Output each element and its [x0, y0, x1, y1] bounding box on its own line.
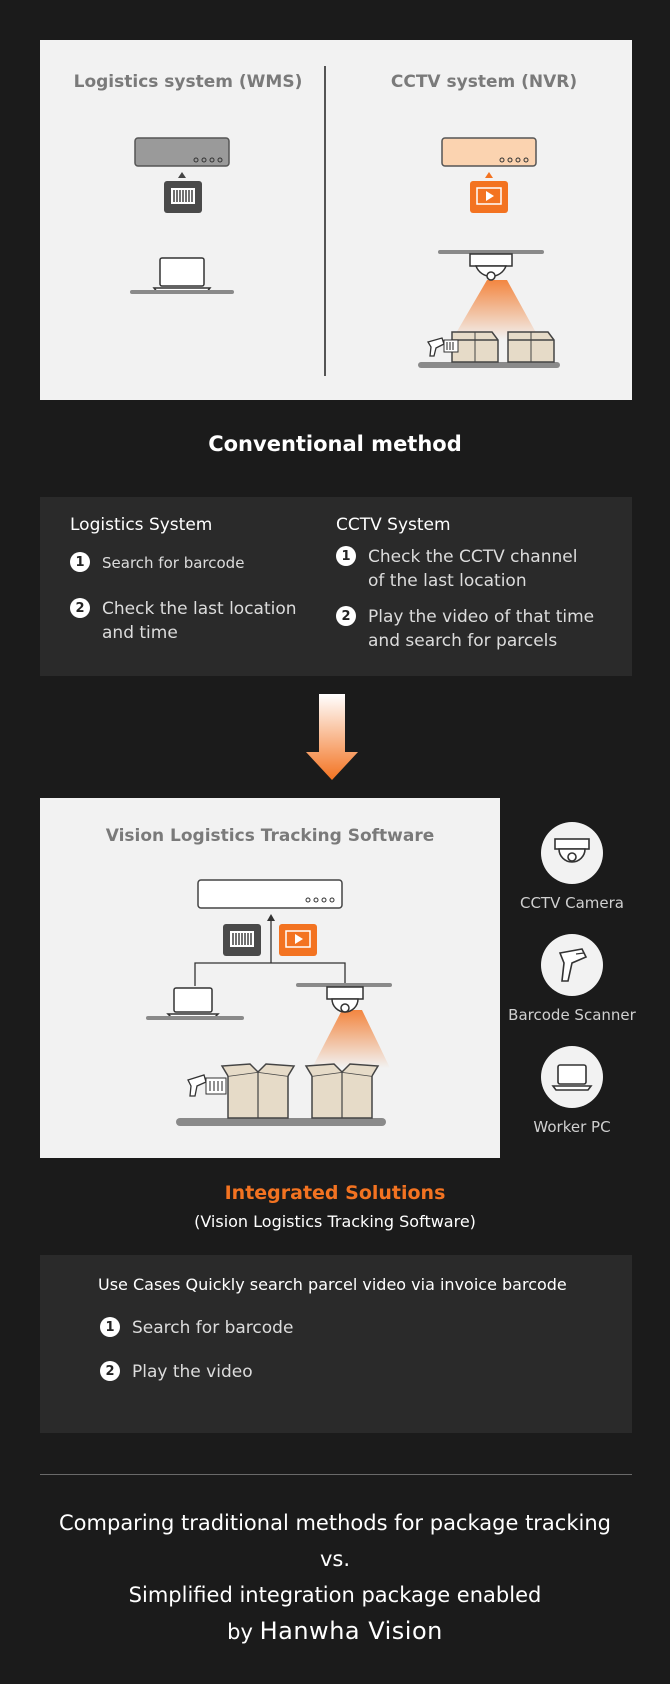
- footer-brand-line: by Hanwha Vision: [0, 1613, 670, 1650]
- step-text: Search for barcode: [132, 1318, 294, 1338]
- laptop-icon: [146, 987, 244, 1020]
- integrated-section-subtitle: (Vision Logistics Tracking Software): [194, 1212, 476, 1231]
- step-text: Check the last location and time: [102, 599, 297, 643]
- video-tile-icon: [279, 924, 317, 956]
- list-item: 2 Play the video of that time and search…: [336, 605, 616, 653]
- server-icon: [197, 879, 343, 909]
- footer-line: Comparing traditional methods for packag…: [59, 1511, 611, 1535]
- list-item: 1 Search for barcode: [100, 1316, 293, 1340]
- arrow-up-icon: [267, 914, 275, 921]
- integrated-diagram-panel: Vision Logistics Tracking Software: [40, 798, 500, 1158]
- use-cases-panel: Use Cases Quickly search parcel video vi…: [40, 1255, 632, 1433]
- arrow-up-icon: [178, 172, 186, 178]
- step-number: 1: [100, 1317, 120, 1337]
- dome-camera-icon: [326, 986, 364, 1013]
- list-item: 2 Check the last location and time: [70, 597, 320, 645]
- cctv-column: CCTV System 1 Check the CCTV channel of …: [336, 515, 616, 653]
- conventional-diagram-graphic: [130, 137, 560, 368]
- device-item-cctv-camera: CCTV Camera: [502, 822, 642, 912]
- parcel-box-icon: [507, 331, 555, 363]
- parcel-box-icon: [451, 331, 499, 363]
- device-label: Barcode Scanner: [508, 1006, 636, 1024]
- laptop-icon: [541, 1046, 603, 1108]
- list-item: 1 Search for barcode: [70, 551, 320, 575]
- footer-caption: Comparing traditional methods for packag…: [0, 1505, 670, 1650]
- parcel-box-icon: [220, 1063, 296, 1119]
- step-text: Play the video: [132, 1362, 253, 1382]
- wms-title: Logistics system (WMS): [73, 72, 303, 92]
- list-item: 1 Check the CCTV channel of the last loc…: [336, 545, 616, 593]
- integrated-section-title: Integrated Solutions: [224, 1182, 446, 1204]
- dome-camera-icon: [541, 822, 603, 884]
- device-item-worker-pc: Worker PC: [502, 1046, 642, 1136]
- device-label: CCTV Camera: [519, 894, 624, 912]
- arrow-down-icon: [306, 694, 358, 780]
- step-number: 1: [70, 552, 90, 572]
- brand-logo: Hanwha Vision: [259, 1617, 443, 1645]
- list-item: 2 Play the video: [100, 1360, 253, 1384]
- step-text: Play the video of that time and search f…: [368, 607, 595, 651]
- conventional-diagram-panel: Logistics system (WMS) CCTV system (NVR): [40, 40, 632, 400]
- step-number: 2: [100, 1361, 120, 1381]
- logistics-column: Logistics System 1 Search for barcode 2 …: [70, 515, 320, 645]
- arrow-up-icon: [485, 172, 493, 178]
- footer-by: by: [227, 1620, 253, 1644]
- nvr-title: CCTV system (NVR): [390, 72, 578, 92]
- step-number: 2: [70, 598, 90, 618]
- cctv-heading: CCTV System: [336, 515, 451, 535]
- wms-server-icon: [134, 137, 230, 167]
- dome-camera-icon: [469, 253, 513, 281]
- step-number: 1: [336, 546, 356, 566]
- barcode-scanner-icon: [427, 337, 459, 357]
- barcode-tile-icon: [223, 924, 261, 956]
- software-title: Vision Logistics Tracking Software: [105, 826, 435, 846]
- step-text: Search for barcode: [102, 554, 245, 572]
- barcode-scanner-icon: [541, 934, 603, 996]
- panel-divider: [324, 66, 326, 376]
- device-item-barcode-scanner: Barcode Scanner: [502, 934, 642, 1024]
- footer-divider: [40, 1474, 632, 1475]
- logistics-heading: Logistics System: [70, 515, 213, 535]
- nvr-server-icon: [441, 137, 537, 167]
- step-number: 2: [336, 606, 356, 626]
- footer-line: vs.: [319, 1547, 351, 1571]
- parcel-box-icon: [304, 1063, 380, 1119]
- conventional-steps-panel: Logistics System 1 Search for barcode 2 …: [40, 497, 632, 676]
- laptop-icon: [130, 257, 234, 294]
- barcode-scanner-icon: [187, 1074, 227, 1097]
- step-text: Check the CCTV channel of the last locat…: [368, 547, 578, 591]
- barcode-tile-icon: [164, 181, 202, 213]
- video-tile-icon: [470, 181, 508, 213]
- use-cases-heading: Use Cases Quickly search parcel video vi…: [98, 1275, 567, 1294]
- device-label: Worker PC: [533, 1118, 611, 1136]
- footer-line: Simplified integration package enabled: [128, 1583, 542, 1607]
- integrated-diagram-graphic: [146, 879, 392, 1126]
- conventional-section-title: Conventional method: [208, 432, 462, 456]
